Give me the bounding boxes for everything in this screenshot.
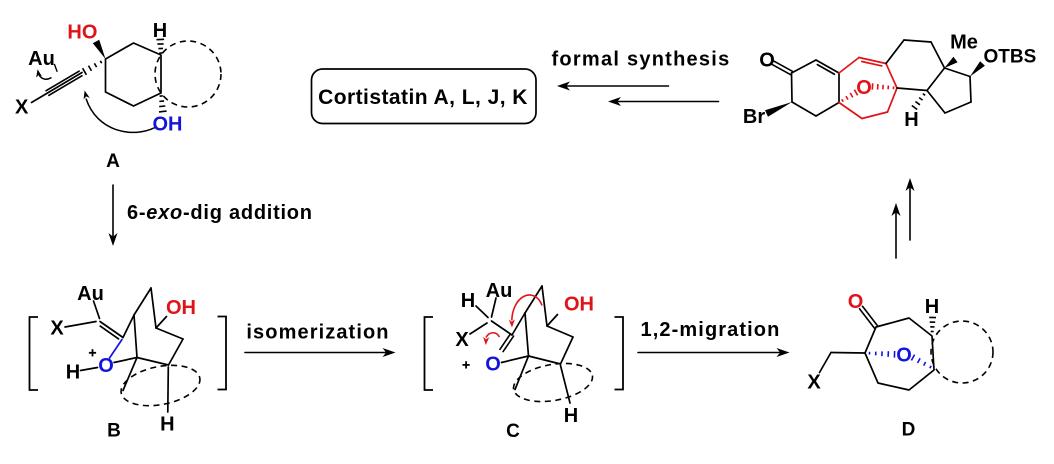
svg-text:6-exo-dig addition: 6-exo-dig addition xyxy=(127,202,313,224)
svg-text:H: H xyxy=(461,290,475,312)
svg-text:OH: OH xyxy=(166,297,196,319)
svg-text:H: H xyxy=(925,296,939,318)
svg-text:formal synthesis: formal synthesis xyxy=(552,49,731,71)
svg-text:X: X xyxy=(15,97,29,119)
svg-text:O: O xyxy=(485,354,501,376)
svg-text:1,2-migration: 1,2-migration xyxy=(641,319,781,341)
svg-text:O: O xyxy=(896,345,912,367)
svg-text:Cortistatin A, L, J, K: Cortistatin A, L, J, K xyxy=(318,86,528,109)
svg-text:D: D xyxy=(902,420,916,441)
svg-text:Au: Au xyxy=(77,283,104,305)
svg-text:O: O xyxy=(856,77,872,99)
svg-text:Br: Br xyxy=(743,106,765,128)
svg-text:B: B xyxy=(107,421,121,442)
svg-text:O: O xyxy=(759,49,775,71)
svg-text:H: H xyxy=(160,414,174,436)
svg-text:Au: Au xyxy=(28,48,55,70)
svg-text:OH: OH xyxy=(564,294,594,316)
svg-text:Au: Au xyxy=(486,280,513,302)
svg-text:OTBS: OTBS xyxy=(984,47,1037,68)
svg-text:O: O xyxy=(98,355,114,377)
svg-text:H: H xyxy=(153,20,167,42)
svg-text:O: O xyxy=(848,291,864,313)
svg-text:HO: HO xyxy=(67,21,97,43)
svg-text:X: X xyxy=(50,318,64,340)
svg-text:H: H xyxy=(66,362,80,384)
svg-text:isomerization: isomerization xyxy=(246,322,389,344)
svg-text:Me: Me xyxy=(950,31,978,53)
svg-text:C: C xyxy=(506,421,520,442)
svg-text:H: H xyxy=(564,405,578,427)
svg-text:H: H xyxy=(904,109,918,131)
svg-text:OH: OH xyxy=(153,114,183,136)
svg-text:X: X xyxy=(807,372,821,394)
svg-text:A: A xyxy=(106,151,120,172)
svg-text:X: X xyxy=(455,329,469,351)
